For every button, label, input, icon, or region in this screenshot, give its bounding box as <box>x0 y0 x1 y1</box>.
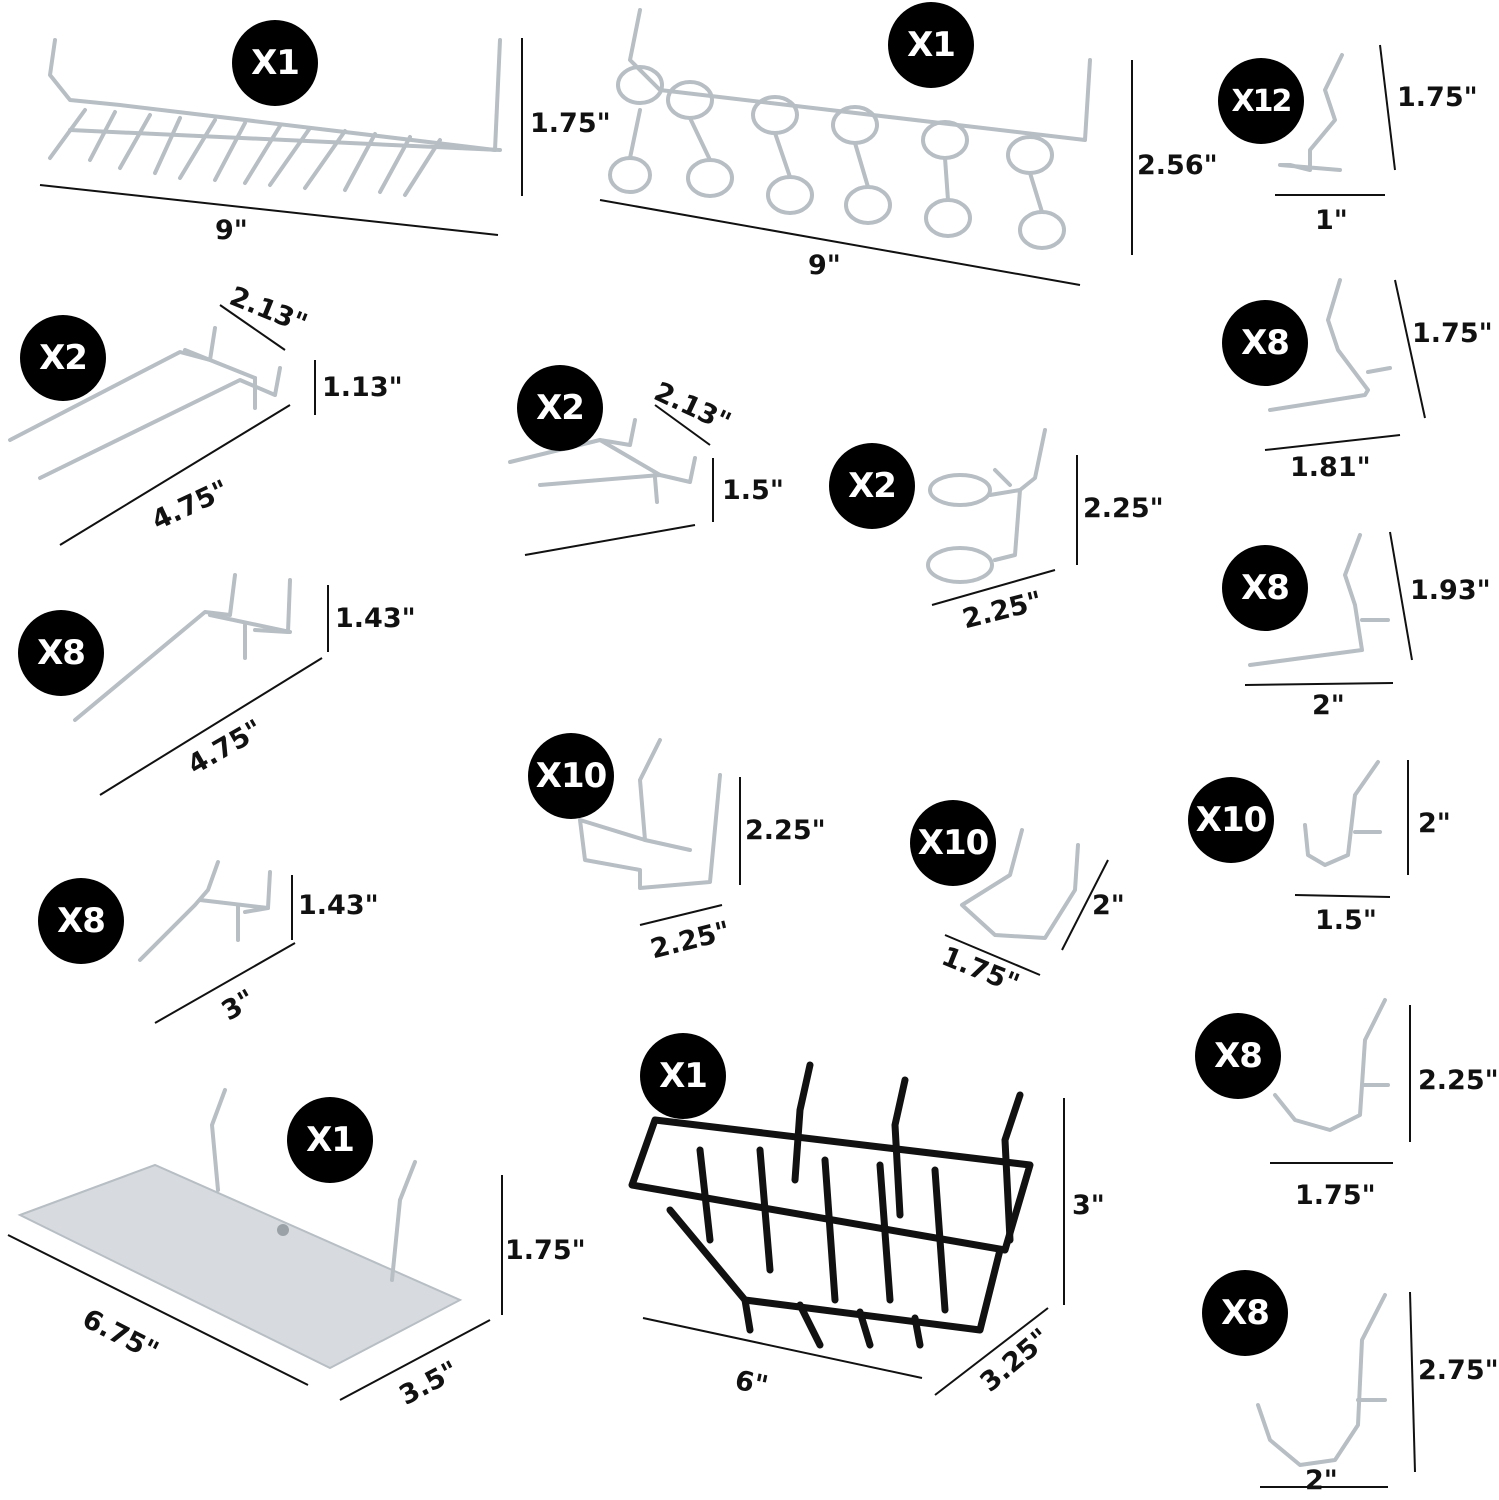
u-bracket-small-drawing <box>960 828 1080 940</box>
dim-small-l-height: 1.75" <box>1397 82 1478 113</box>
dim-l2-width: 2" <box>1312 690 1345 721</box>
small-l-hook-drawing <box>1278 53 1344 172</box>
qty-badge-small-l-hook: X12 <box>1218 58 1304 144</box>
dim-u-large-height: 2.25" <box>745 815 826 846</box>
qty-badge-rail-hook-strip: X1 <box>232 20 318 106</box>
u-bracket-large-drawing <box>578 738 722 890</box>
qty-badge-double-hook-short: X2 <box>517 365 603 451</box>
double-hook-long-drawing <box>8 326 282 480</box>
rail-hook-strip-drawing <box>48 38 502 197</box>
dim-j-small-width: 1.5" <box>1315 905 1377 936</box>
l-hook-2-drawing <box>1248 533 1390 667</box>
qty-badge-ring-holder: X2 <box>829 443 915 529</box>
qty-badge-l-hook-2: X8 <box>1222 545 1308 631</box>
dim-u-small-height: 2" <box>1092 890 1125 921</box>
single-hook-short-drawing <box>138 860 272 962</box>
qty-badge-single-hook-long: X8 <box>18 610 104 696</box>
qty-badge-shelf: X1 <box>287 1097 373 1183</box>
l-hook-181-drawing <box>1268 278 1392 412</box>
j-hook-large-drawing <box>1256 1293 1387 1467</box>
qty-badge-j-hook-large: X8 <box>1202 1270 1288 1356</box>
dim-l181-height: 1.75" <box>1412 318 1493 349</box>
dim-rail-height: 1.75" <box>530 108 611 139</box>
dim-basket-width: 6" <box>732 1364 771 1403</box>
basket-drawing <box>628 1061 1034 1349</box>
dim-j-medium-height: 2.25" <box>1418 1065 1499 1096</box>
j-hook-medium-drawing <box>1273 998 1390 1132</box>
dim-single-long-height: 1.43" <box>335 603 416 634</box>
dim-ring-strip-height: 2.56" <box>1137 150 1218 181</box>
dim-single-short-height: 1.43" <box>298 890 379 921</box>
j-hook-small-drawing <box>1303 760 1382 867</box>
dim-l181-width: 1.81" <box>1290 452 1371 483</box>
shelf-drawing <box>17 1088 463 1370</box>
dim-j-small-height: 2" <box>1418 808 1451 839</box>
dim-j-large-width: 2" <box>1305 1465 1338 1496</box>
qty-badge-j-hook-small: X10 <box>1188 777 1274 863</box>
dimension-lines <box>7 38 1426 1488</box>
qty-badge-u-bracket-large: X10 <box>528 733 614 819</box>
qty-badge-basket: X1 <box>640 1033 726 1119</box>
dim-j-large-height: 2.75" <box>1418 1355 1499 1386</box>
double-hook-short-drawing <box>508 418 697 504</box>
single-hook-long-drawing <box>73 573 292 722</box>
dim-shelf-height: 1.75" <box>505 1235 586 1266</box>
dim-l2-height: 1.93" <box>1410 575 1491 606</box>
qty-badge-single-hook-short: X8 <box>38 878 124 964</box>
dim-basket-height: 3" <box>1072 1190 1105 1221</box>
qty-badge-l-hook-181: X8 <box>1222 300 1308 386</box>
dim-ring-holder-height: 2.25" <box>1083 493 1164 524</box>
dim-double-short-height: 1.5" <box>722 475 784 506</box>
dim-j-medium-width: 1.75" <box>1295 1180 1376 1211</box>
dim-double-long-height: 1.13" <box>322 372 403 403</box>
qty-badge-u-bracket-small: X10 <box>910 800 996 886</box>
ring-hook-strip-drawing <box>608 8 1092 250</box>
dim-ring-strip-width: 9" <box>808 250 841 281</box>
qty-badge-j-hook-medium: X8 <box>1195 1013 1281 1099</box>
qty-badge-ring-hook-strip: X1 <box>888 2 974 88</box>
dim-rail-width: 9" <box>215 215 248 246</box>
ring-holder-drawing <box>926 428 1047 584</box>
qty-badge-double-hook-long: X2 <box>20 315 106 401</box>
dim-small-l-width: 1" <box>1315 205 1348 236</box>
